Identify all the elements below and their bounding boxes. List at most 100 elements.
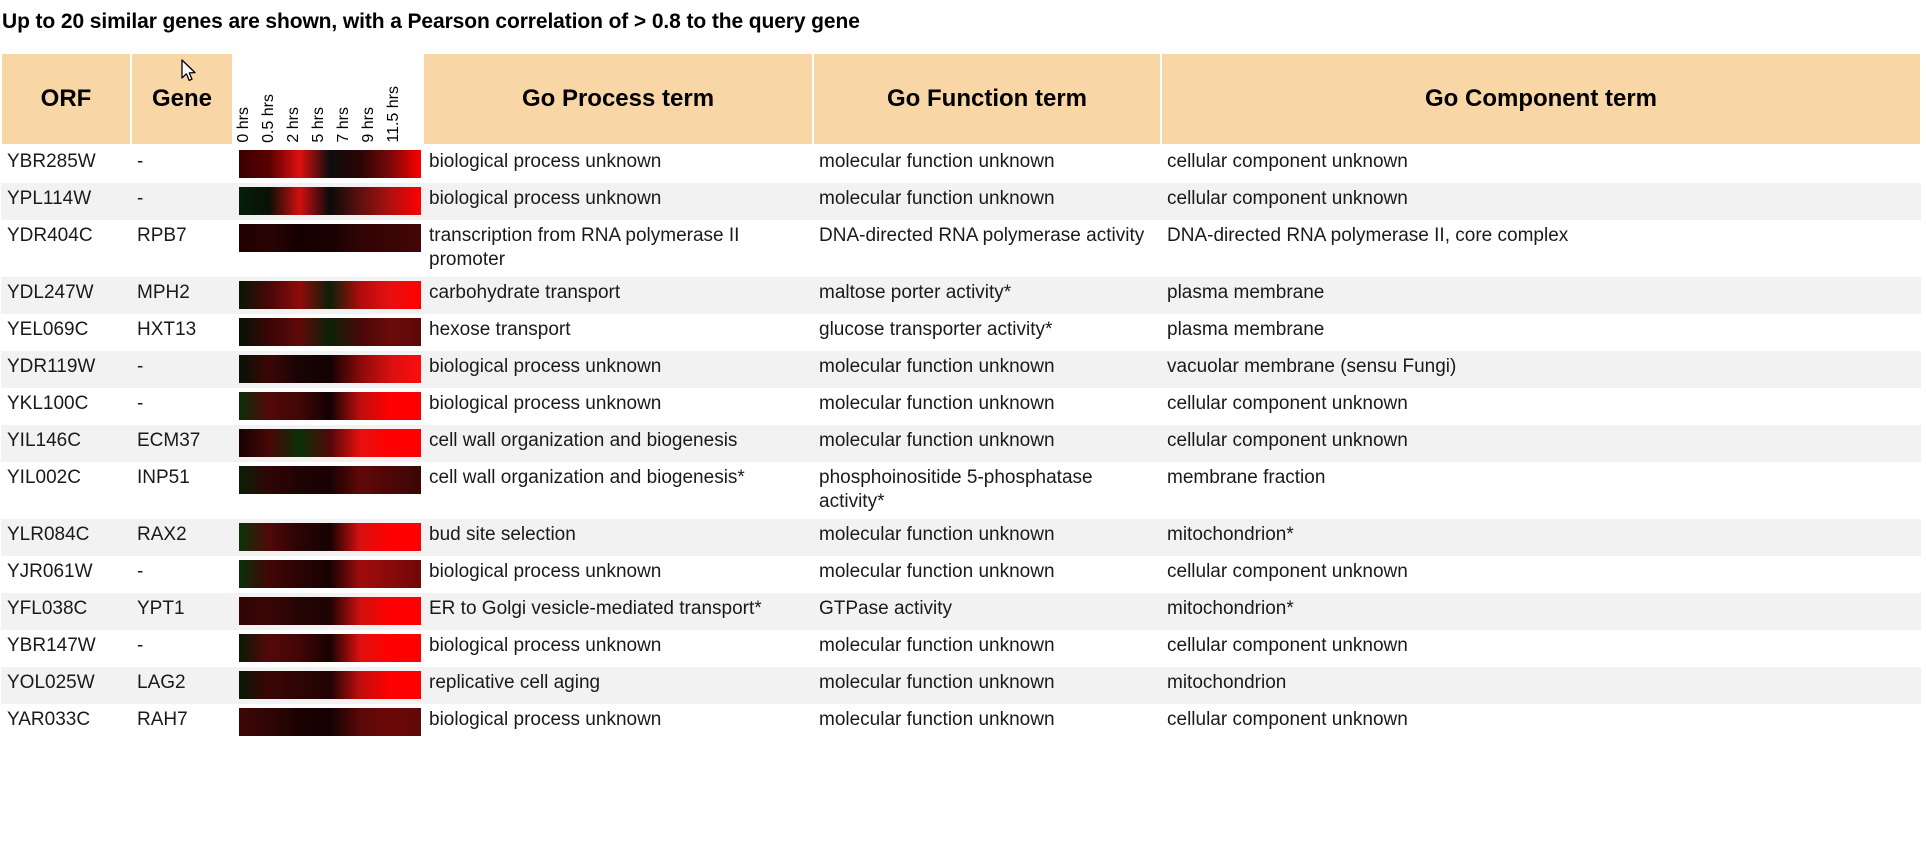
go-process-term: cell wall organization and biogenesis*	[423, 462, 813, 519]
orf-link[interactable]: YAR033C	[1, 704, 131, 741]
expression-heatmap-cell	[233, 462, 423, 519]
expression-heatmap-strip	[239, 187, 421, 215]
column-header-go-process[interactable]: Go Process term	[422, 52, 814, 146]
orf-link[interactable]: YOL025W	[1, 667, 131, 704]
orf-link[interactable]: YLR084C	[1, 519, 131, 556]
gene-name: RAX2	[131, 519, 233, 556]
go-component-term: cellular component unknown	[1161, 388, 1921, 425]
go-component-term: vacuolar membrane (sensu Fungi)	[1161, 351, 1921, 388]
expression-heatmap-strip	[239, 634, 421, 662]
go-process-term: biological process unknown	[423, 556, 813, 593]
orf-link[interactable]: YPL114W	[1, 183, 131, 220]
expression-heatmap-cell	[233, 351, 423, 388]
go-component-term: cellular component unknown	[1161, 704, 1921, 741]
expression-heatmap-cell	[233, 556, 423, 593]
time-label-6: 11.5 hrs	[385, 86, 402, 143]
go-process-term: biological process unknown	[423, 388, 813, 425]
expression-heatmap-cell	[233, 220, 423, 277]
go-function-term: molecular function unknown	[813, 425, 1161, 462]
gene-name: -	[131, 145, 233, 183]
orf-link[interactable]: YJR061W	[1, 556, 131, 593]
time-label-3: 5 hrs	[310, 107, 327, 143]
expression-heatmap-cell	[233, 519, 423, 556]
expression-heatmap-strip	[239, 597, 421, 625]
time-label-1: 0.5 hrs	[260, 94, 277, 143]
go-function-term: molecular function unknown	[813, 183, 1161, 220]
gene-name: MPH2	[131, 277, 233, 314]
orf-link[interactable]: YDL247W	[1, 277, 131, 314]
go-function-term: glucose transporter activity*	[813, 314, 1161, 351]
gene-name: RPB7	[131, 220, 233, 277]
page-title: Up to 20 similar genes are shown, with a…	[2, 10, 860, 33]
time-label-2: 2 hrs	[285, 107, 302, 143]
orf-link[interactable]: YIL146C	[1, 425, 131, 462]
expression-heatmap-strip	[239, 224, 421, 252]
go-function-term: DNA-directed RNA polymerase activity	[813, 220, 1161, 277]
gene-name: HXT13	[131, 314, 233, 351]
orf-link[interactable]: YDR404C	[1, 220, 131, 277]
go-component-term: cellular component unknown	[1161, 145, 1921, 183]
orf-link[interactable]: YFL038C	[1, 593, 131, 630]
go-process-term: transcription from RNA polymerase II pro…	[423, 220, 813, 277]
go-component-term: mitochondrion*	[1161, 593, 1921, 630]
orf-link[interactable]: YBR147W	[1, 630, 131, 667]
time-label-0: 0 hrs	[235, 107, 252, 143]
go-process-term: biological process unknown	[423, 145, 813, 183]
expression-heatmap-cell	[233, 314, 423, 351]
go-process-term: carbohydrate transport	[423, 277, 813, 314]
expression-heatmap-strip	[239, 708, 421, 736]
go-function-term: phosphoinositide 5-phosphatase activity*	[813, 462, 1161, 519]
expression-heatmap-strip	[239, 150, 421, 178]
go-component-term: cellular component unknown	[1161, 425, 1921, 462]
orf-link[interactable]: YBR285W	[1, 145, 131, 183]
go-process-term: biological process unknown	[423, 351, 813, 388]
orf-link[interactable]: YEL069C	[1, 314, 131, 351]
column-header-go-component[interactable]: Go Component term	[1160, 52, 1922, 146]
go-process-term: biological process unknown	[423, 630, 813, 667]
expression-heatmap-strip	[239, 392, 421, 420]
orf-link[interactable]: YIL002C	[1, 462, 131, 519]
go-function-term: molecular function unknown	[813, 704, 1161, 741]
expression-heatmap-strip	[239, 560, 421, 588]
column-header-orf[interactable]: ORF	[0, 52, 132, 146]
go-component-term: plasma membrane	[1161, 277, 1921, 314]
orf-link[interactable]: YDR119W	[1, 351, 131, 388]
go-component-term: cellular component unknown	[1161, 183, 1921, 220]
expression-heatmap-strip	[239, 523, 421, 551]
expression-heatmap-cell	[233, 388, 423, 425]
expression-heatmap-strip	[239, 318, 421, 346]
expression-heatmap-cell	[233, 630, 423, 667]
go-function-term: molecular function unknown	[813, 351, 1161, 388]
go-process-term: biological process unknown	[423, 183, 813, 220]
expression-heatmap-strip	[239, 671, 421, 699]
go-function-term: molecular function unknown	[813, 519, 1161, 556]
go-component-term: plasma membrane	[1161, 314, 1921, 351]
orf-link[interactable]: YKL100C	[1, 388, 131, 425]
column-header-go-function[interactable]: Go Function term	[812, 52, 1162, 146]
expression-heatmap-strip	[239, 281, 421, 309]
time-label-4: 7 hrs	[335, 107, 352, 143]
go-component-term: DNA-directed RNA polymerase II, core com…	[1161, 220, 1921, 277]
gene-name: RAH7	[131, 704, 233, 741]
column-header-gene[interactable]: Gene	[130, 52, 234, 146]
go-process-term: cell wall organization and biogenesis	[423, 425, 813, 462]
go-function-term: GTPase activity	[813, 593, 1161, 630]
